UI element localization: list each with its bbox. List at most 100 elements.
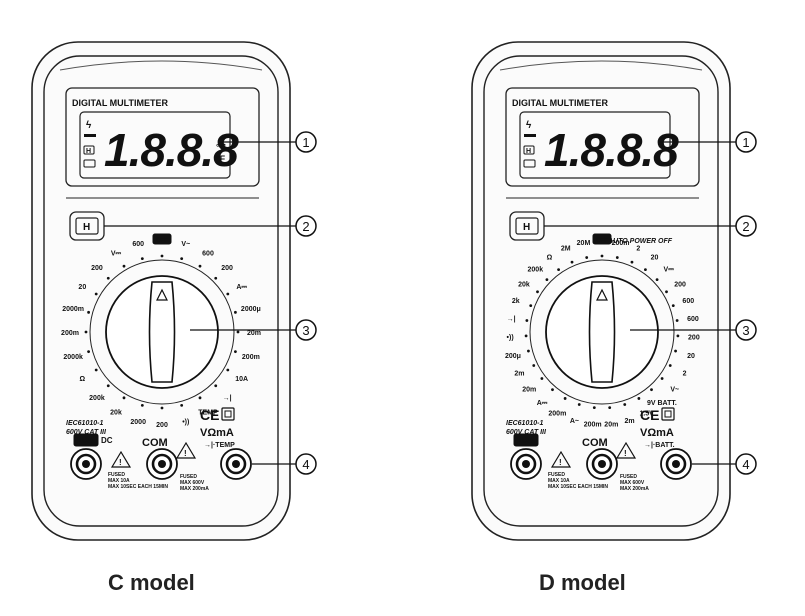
dial-label: 200m xyxy=(548,410,566,417)
dial-label: 2m xyxy=(514,371,524,378)
dial-label-off: OFF xyxy=(156,238,168,244)
hold-key-label: H xyxy=(83,222,90,233)
dial-tick xyxy=(198,396,202,400)
left-jack-label-box xyxy=(513,433,539,447)
lcd-unit-fahrenheit: °F xyxy=(216,154,226,164)
left-jack-label-box xyxy=(73,433,99,447)
double-insulation-mark xyxy=(221,407,235,421)
callout-circle-2 xyxy=(735,215,757,237)
dial-label: V⎓ xyxy=(111,250,122,257)
hold-key-label: H xyxy=(523,222,530,233)
dial-label: •)) xyxy=(182,419,189,426)
right-jack-label: VΩmA xyxy=(200,427,234,439)
dial-label: 10A xyxy=(235,376,248,383)
dial-label: 1.5V xyxy=(639,410,654,417)
dial-label: V~ xyxy=(670,386,679,393)
callout-number-1: 1 xyxy=(742,135,749,150)
callout-circle-4 xyxy=(735,453,757,475)
callout-number-3: 3 xyxy=(302,323,309,338)
lcd-bezel xyxy=(505,87,700,187)
dial-tick xyxy=(140,257,144,260)
fuse-right-line: MAX 600V xyxy=(620,480,645,486)
double-insulation-mark xyxy=(661,407,675,421)
ce-mark: CE xyxy=(640,407,659,423)
callout-number-4: 4 xyxy=(302,457,309,472)
warning-triangle-right xyxy=(615,441,637,459)
dial-label: 20m xyxy=(247,330,261,337)
dial-off-box xyxy=(152,233,172,245)
dial-tick xyxy=(180,404,184,407)
right-jack-sublabel: →|·TEMP xyxy=(204,442,235,449)
dial-tick xyxy=(214,276,218,280)
dial-tick xyxy=(536,290,539,294)
dial-pointer xyxy=(156,288,168,301)
jack-right-socket xyxy=(232,460,240,468)
warning-mark-left: ! xyxy=(119,458,122,467)
warning-triangle-left xyxy=(550,450,572,468)
dial-knob-grip xyxy=(148,281,176,383)
left-jack-sublabel: DC xyxy=(101,436,113,445)
lcd-minus-sign xyxy=(84,134,96,137)
dial-label: 20k xyxy=(110,410,122,417)
dial-tick xyxy=(524,334,528,338)
dial-label: Ω xyxy=(80,376,86,383)
dial-label: 600 xyxy=(682,298,694,305)
auto-power-off-label: AUTO POWER OFF xyxy=(607,238,673,245)
dial-label: 200m xyxy=(242,354,260,361)
dial-tick xyxy=(570,260,574,264)
callout-circle-2 xyxy=(295,215,317,237)
lcd-hv-symbol: ϟ xyxy=(86,120,92,131)
dial-tick xyxy=(122,264,126,268)
dial-tick xyxy=(600,254,604,258)
body-highlight xyxy=(59,60,263,71)
dial-tick xyxy=(226,368,230,372)
fuse-left-line: MAX 10A xyxy=(108,478,130,484)
callout-circle-4 xyxy=(295,453,317,475)
dial-tick xyxy=(180,257,184,260)
fuse-right-line: MAX 200mA xyxy=(180,486,209,492)
dial-tick xyxy=(665,290,668,294)
dial-label: V⎓ xyxy=(664,267,675,274)
dial-tick xyxy=(529,304,533,308)
dial-tick xyxy=(525,319,529,322)
dial-tick xyxy=(87,350,90,354)
lcd-window xyxy=(519,111,671,179)
fuse-left-line: MAX 10SEC EACH 15MIN xyxy=(548,484,608,490)
warning-mark-left: ! xyxy=(559,458,562,467)
dial-label: 20 xyxy=(78,284,86,291)
meter-body xyxy=(43,55,279,527)
lcd-battery-indicator xyxy=(523,159,536,168)
lcd-minus-sign xyxy=(524,134,536,137)
dial-off-box xyxy=(592,233,612,245)
lcd-hv-symbol: ϟ xyxy=(526,120,532,131)
lcd-header: DIGITAL MULTIMETER xyxy=(72,98,168,108)
dial-label: 9V BATT. xyxy=(647,400,677,407)
lcd-hold-letter: H xyxy=(86,148,91,155)
callout-number-1: 1 xyxy=(302,135,309,150)
callout-circle-1 xyxy=(295,131,317,153)
dial-tick xyxy=(87,310,90,314)
dial-label: 600 xyxy=(202,250,214,257)
dial-tick xyxy=(540,377,544,380)
dial-label: 2000m xyxy=(62,306,84,313)
dial-tick xyxy=(644,268,647,272)
dial-tick xyxy=(106,384,110,388)
callout-circle-3 xyxy=(735,319,757,341)
jack-left-socket xyxy=(82,460,90,468)
jack-left-socket xyxy=(522,460,530,468)
left-jack-label: 10A xyxy=(517,435,534,445)
fuse-right-line: MAX 600V xyxy=(180,480,205,486)
dial-label: 2000k xyxy=(63,354,83,361)
dial-label: 200 xyxy=(221,265,233,272)
dial-tick xyxy=(94,292,98,296)
dial-tick xyxy=(608,406,612,410)
dial-label: A⎓ xyxy=(236,284,247,291)
dial-tick xyxy=(106,276,110,280)
fuse-left-line: FUSED xyxy=(548,472,565,478)
fuse-right-line: MAX 200mA xyxy=(620,486,649,492)
dial-tick xyxy=(577,403,581,406)
dial-label: 20m xyxy=(604,422,618,429)
fuse-left-line: MAX 10A xyxy=(548,478,570,484)
